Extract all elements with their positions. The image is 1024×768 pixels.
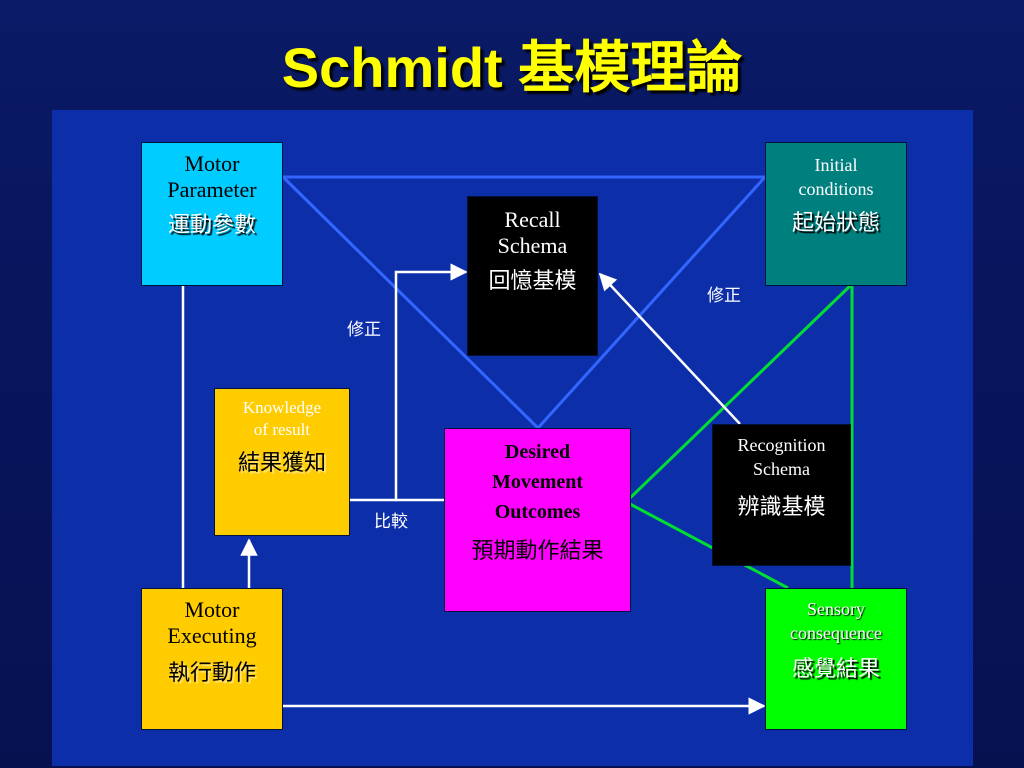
- knowledge-result-box: Knowledge of result 結果獲知: [214, 388, 350, 536]
- motor-executing-en1: Motor: [184, 597, 240, 622]
- sensory-consequence-box: Sensory consequence 感覺結果: [765, 588, 907, 730]
- recognition-schema-en1: Recognition: [737, 435, 826, 455]
- blue-line-right: [536, 175, 767, 430]
- green-line-outcomes-to-sensory: [629, 502, 789, 590]
- motor-parameter-en1: Motor: [184, 151, 240, 176]
- label-correct-left: 修正: [347, 320, 381, 340]
- white-arrow-compare-to-recall: [350, 263, 468, 502]
- recall-schema-box: Recall Schema 回憶基模: [467, 196, 598, 356]
- recognition-schema-box: Recognition Schema 辨識基模: [712, 424, 851, 566]
- motor-executing-zh: 執行動作: [167, 661, 256, 686]
- white-arrow-recognition-to-recall: [598, 272, 741, 425]
- recall-schema-en2: Schema: [497, 233, 568, 258]
- label-correct-right: 修正: [707, 286, 741, 306]
- sensory-consequence-zh: 感覺結果: [791, 657, 880, 682]
- green-line-outcomes-to-initial: [628, 284, 852, 500]
- label-compare: 比較: [374, 512, 408, 532]
- initial-conditions-zh: 起始狀態: [791, 211, 880, 236]
- recall-schema-en1: Recall: [504, 207, 561, 232]
- desired-outcomes-zh: 預期動作結果: [471, 539, 604, 564]
- desired-outcomes-en1: Desired: [504, 441, 571, 463]
- sensory-consequence-en1: Sensory: [807, 599, 865, 619]
- initial-conditions-en1: Initial: [814, 155, 858, 175]
- sensory-consequence-en2: consequence: [790, 623, 882, 643]
- recognition-schema-zh: 辨識基模: [737, 495, 826, 520]
- desired-outcomes-box: Desired Movement Outcomes 預期動作結果: [444, 428, 631, 612]
- desired-outcomes-en3: Outcomes: [494, 501, 581, 523]
- knowledge-result-en2: of result: [253, 420, 311, 439]
- motor-parameter-en2: Parameter: [167, 177, 257, 202]
- motor-parameter-box: Motor Parameter 運動參數: [141, 142, 283, 286]
- desired-outcomes-en2: Movement: [491, 471, 584, 493]
- motor-parameter-zh: 運動參數: [167, 213, 256, 238]
- recognition-schema-en2: Schema: [753, 459, 810, 479]
- motor-executing-en2: Executing: [167, 623, 257, 648]
- initial-conditions-box: Initial conditions 起始狀態: [765, 142, 907, 286]
- initial-conditions-en2: conditions: [798, 179, 874, 199]
- blue-line-left: [281, 175, 540, 430]
- motor-executing-box: Motor Executing 執行動作: [141, 588, 283, 730]
- knowledge-result-zh: 結果獲知: [237, 451, 326, 476]
- recall-schema-zh: 回憶基模: [488, 269, 577, 294]
- knowledge-result-en1: Knowledge: [242, 398, 322, 417]
- page-title: Schmidt 基模理論: [281, 36, 743, 99]
